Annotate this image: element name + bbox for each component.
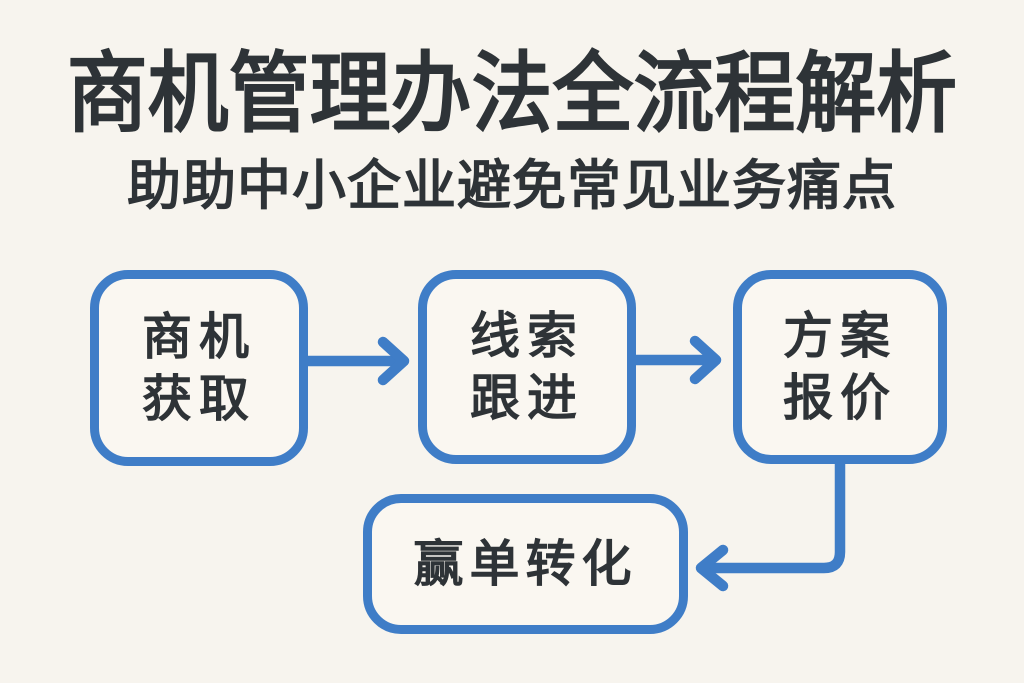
page-title: 商机管理办法全流程解析 (66, 44, 958, 143)
arrow-proposal-to-win-elbow (695, 458, 846, 592)
flow-box-label-line: 报价 (783, 370, 897, 426)
flow-box-label-line: 跟进 (470, 370, 584, 426)
flow-box-opportunity-acquisition: 商机 获取 (90, 270, 308, 466)
arrow-opportunity-to-lead (300, 336, 410, 386)
flow-box-label-line: 赢单转化 (413, 536, 638, 592)
flow-box-label-line: 商机 (142, 309, 256, 365)
page-subtitle: 助助中小企业避免常见业务痛点 (127, 156, 897, 216)
flow-box-label-line: 线索 (470, 308, 584, 364)
flow-box-label-line: 方案 (783, 308, 897, 364)
flow-box-lead-follow-up: 线索 跟进 (418, 270, 636, 464)
flow-box-win-conversion: 赢单转化 (363, 494, 688, 634)
arrow-lead-to-proposal (628, 335, 722, 385)
flow-box-label-line: 获取 (142, 371, 256, 427)
flow-box-proposal-quotation: 方案 报价 (733, 270, 947, 464)
